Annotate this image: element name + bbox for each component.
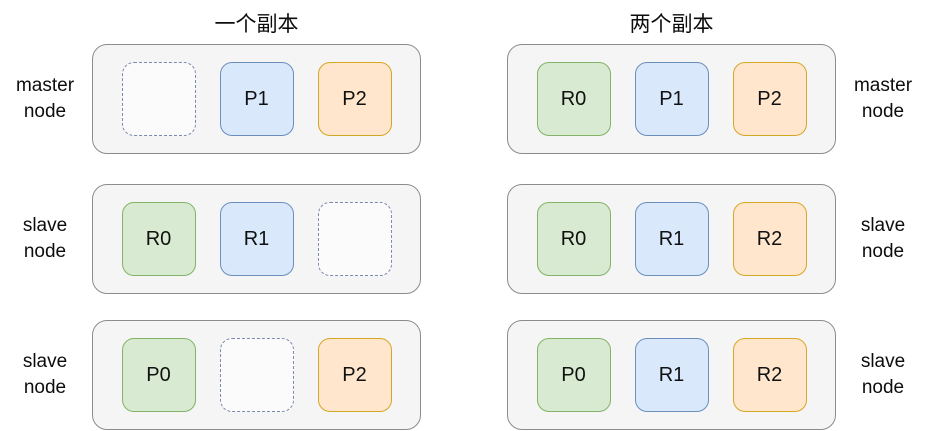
shard-tile-r0: R0	[536, 62, 611, 136]
shard-tile-r1: R1	[219, 202, 294, 276]
shard-tile-r2: R2	[732, 202, 807, 276]
column-title-two-replicas: 两个副本	[629, 13, 714, 36]
node-label-slave1-right: slave node	[860, 215, 906, 262]
node-label-master-right: master node	[853, 75, 913, 122]
shard-tile-r0: R0	[121, 202, 196, 276]
shard-tile-p2: P2	[317, 62, 392, 136]
master-node-box-left: P1 P2	[92, 44, 421, 154]
node-label-slave1-left: slave node	[22, 215, 68, 262]
slave-node-box-left-2: P0 P2	[92, 320, 421, 430]
shard-tile-p0: P0	[121, 338, 196, 412]
shard-tile-p0: P0	[536, 338, 611, 412]
shard-tile-r1: R1	[634, 338, 709, 412]
shard-tile-r1: R1	[634, 202, 709, 276]
slave-node-box-right-1: R0 R1 R2	[507, 184, 836, 294]
node-label-slave2-right: slave node	[860, 351, 906, 398]
shard-tile-p2: P2	[732, 62, 807, 136]
shard-tile-p1: P1	[634, 62, 709, 136]
shard-tile-r2: R2	[732, 338, 807, 412]
shard-tile-r0: R0	[536, 202, 611, 276]
empty-shard-placeholder	[121, 62, 196, 136]
node-label-master-left: master node	[15, 75, 75, 122]
shard-tile-p1: P1	[219, 62, 294, 136]
shard-tile-p2: P2	[317, 338, 392, 412]
master-node-box-right: R0 P1 P2	[507, 44, 836, 154]
slave-node-box-left-1: R0 R1	[92, 184, 421, 294]
empty-shard-placeholder	[219, 338, 294, 412]
empty-shard-placeholder	[317, 202, 392, 276]
column-title-one-replica: 一个副本	[214, 13, 299, 36]
slave-node-box-right-2: P0 R1 R2	[507, 320, 836, 430]
node-label-slave2-left: slave node	[22, 351, 68, 398]
